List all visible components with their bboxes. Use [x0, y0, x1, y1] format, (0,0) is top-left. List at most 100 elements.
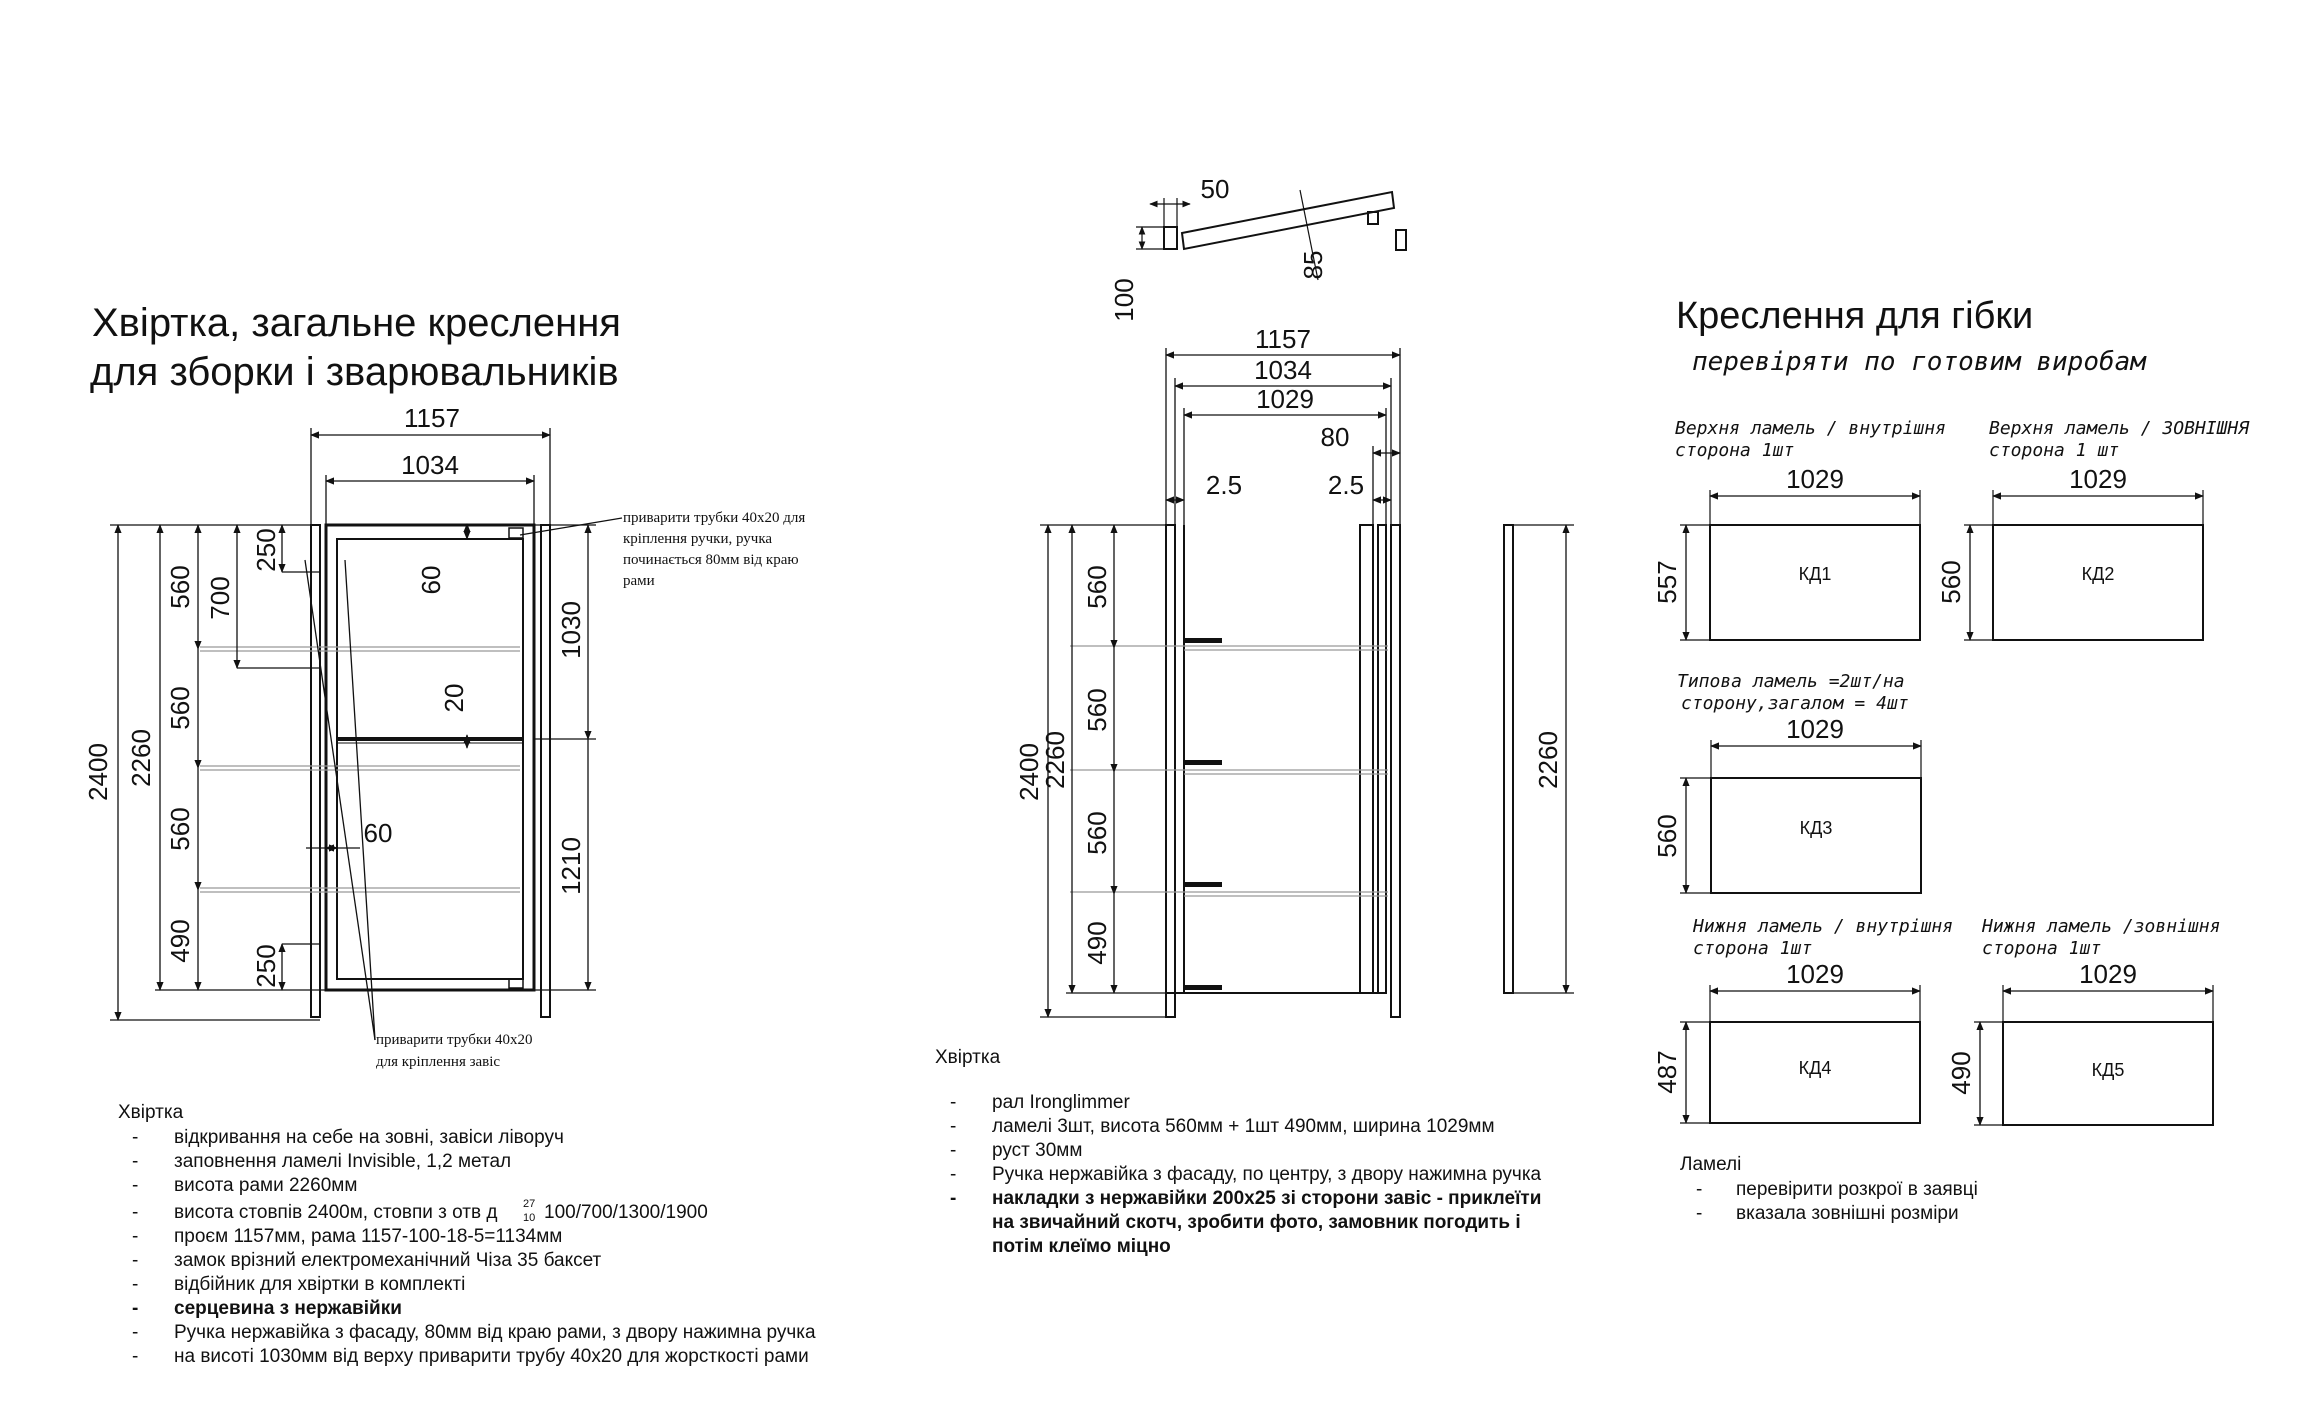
svg-text:27: 27: [523, 1198, 535, 1210]
panel-kd3-rect: [1710, 777, 1922, 894]
svg-text:Верхня ламель / внутрішня: Верхня ламель / внутрішня: [1675, 418, 1946, 439]
panel-kd5: Нижня ламель /зовнішня сторона 1шт 1029 …: [1946, 916, 2220, 1126]
svg-text:-: -: [1696, 1203, 1702, 1224]
svg-text:-: -: [132, 1175, 138, 1196]
middle-dim-height-frame: 2260: [1040, 731, 1070, 789]
left-frame-inner: [336, 538, 524, 980]
left-dim-height-total: 2400: [83, 743, 113, 801]
left-dim-slat1: 560: [165, 565, 195, 608]
svg-text:100/700/1300/1900: 100/700/1300/1900: [544, 1202, 708, 1223]
svg-text:Верхня ламель / ЗОВНІШНЯ: Верхня ламель / ЗОВНІШНЯ: [1989, 418, 2250, 439]
left-slat-lines: [200, 646, 520, 893]
middle-dim-width-total: 1157: [1255, 324, 1311, 354]
svg-text:проєм 1157мм, рама 1157-100-18: проєм 1157мм, рама 1157-100-18-5=1134мм: [174, 1226, 562, 1247]
left-dim-250-top: 250: [251, 528, 281, 571]
svg-text:КД2: КД2: [2082, 564, 2115, 584]
panel-kd1-rect: [1709, 524, 1921, 641]
left-dim-1210: 1210: [556, 837, 586, 895]
svg-text:-: -: [132, 1226, 138, 1247]
middle-dim-width-1029: 1029: [1256, 384, 1314, 414]
left-dim-width-total: 1157: [404, 403, 460, 433]
svg-text:Нижня ламель /зовнішня: Нижня ламель /зовнішня: [1981, 916, 2220, 937]
middle-dim-side-2260: 2260: [1533, 731, 1563, 789]
svg-text:відбійник для хвіртки в компле: відбійник для хвіртки в комплекті: [174, 1274, 465, 1295]
svg-text:кріплення ручки, ручка: кріплення ручки, ручка: [623, 531, 772, 547]
left-dim-700: 700: [205, 576, 235, 619]
left-title-line2: для зборки і зварювальників: [90, 350, 619, 394]
svg-text:Нижня ламель / внутрішня: Нижня ламель / внутрішня: [1692, 916, 1953, 937]
svg-text:1029: 1029: [1786, 714, 1844, 744]
svg-text:1029: 1029: [1786, 464, 1844, 494]
svg-text:1029: 1029: [1786, 959, 1844, 989]
left-frame-outer: [324, 523, 536, 992]
left-dims: [110, 428, 623, 1041]
svg-text:-: -: [132, 1346, 138, 1367]
middle-notes: Хвіртка - рал Ironglimmer - ламелі 3шт, ви…: [935, 1047, 1542, 1257]
svg-text:-: -: [950, 1164, 956, 1185]
svg-text:ламелі 3шт, висота 560мм + 1шт: ламелі 3шт, висота 560мм + 1шт 490мм, ши…: [992, 1116, 1495, 1137]
left-notes-list: - відкривання на себе на зовні, завіси лі…: [132, 1127, 816, 1367]
left-dim-width-inner: 1034: [401, 450, 459, 480]
left-dim-250-bottom: 250: [251, 944, 281, 987]
left-callout-bottom: приварити трубки 40х20 для кріплення зав…: [376, 1032, 533, 1070]
panel-kd4-rect: [1709, 1021, 1921, 1124]
svg-text:10: 10: [523, 1212, 535, 1224]
left-notes: Хвіртка - відкривання на себе на зовні, з…: [118, 1102, 816, 1367]
svg-text:-: -: [132, 1274, 138, 1295]
svg-text:Ручка нержавійка з фасаду, 80м: Ручка нержавійка з фасаду, 80мм від краю…: [174, 1322, 816, 1343]
left-callout-top: приварити трубки 40х20 для кріплення руч…: [623, 510, 805, 589]
left-dim-slat2: 560: [165, 686, 195, 729]
svg-text:замок врізний електромеханічни: замок врізний електромеханічний Чіза 35 …: [174, 1250, 602, 1271]
middle-dims: [1040, 348, 1574, 1018]
middle-dim-50: 50: [1201, 174, 1230, 204]
svg-text:рал Ironglimmer: рал Ironglimmer: [992, 1092, 1130, 1113]
svg-text:заповнення ламелі Invisible, 1: заповнення ламелі Invisible, 1,2 метал: [174, 1151, 511, 1172]
svg-text:Типова ламель =2шт/на: Типова ламель =2шт/на: [1677, 671, 1905, 692]
svg-text:557: 557: [1652, 560, 1682, 603]
svg-text:відкривання на себе на зовні,: відкривання на себе на зовні, завіси лів…: [174, 1127, 564, 1148]
svg-text:приварити трубки 40х20 для: приварити трубки 40х20 для: [623, 510, 805, 526]
svg-text:сторона 1шт: сторона 1шт: [1693, 938, 1812, 959]
left-drawing: Хвіртка, загальне креслення для зборки і…: [83, 301, 816, 1367]
svg-text:перевірити розкрої в заявці: перевірити розкрої в заявці: [1736, 1179, 1978, 1200]
right-notes-title: Ламелі: [1680, 1154, 1741, 1175]
middle-hinge-plates: [1184, 638, 1222, 990]
left-dim-20: 20: [439, 684, 469, 713]
left-post-right: [540, 524, 551, 1018]
svg-text:накладки з нержавійки 200х25 з: накладки з нержавійки 200х25 зі сторони …: [992, 1188, 1541, 1209]
right-subtitle: перевіряти по готовим виробам: [1692, 347, 2147, 377]
left-dim-60-top: 60: [416, 566, 446, 595]
svg-text:-: -: [1696, 1179, 1702, 1200]
svg-text:КД4: КД4: [1799, 1058, 1832, 1078]
left-dim-1030: 1030: [556, 601, 586, 659]
svg-text:-: -: [132, 1127, 138, 1148]
panel-kd2-rect: [1992, 524, 2204, 641]
svg-text:на висоті 1030мм від верху при: на висоті 1030мм від верху приварити тру…: [174, 1346, 809, 1367]
middle-notes-title: Хвіртка: [935, 1047, 1001, 1068]
svg-text:-: -: [950, 1188, 956, 1209]
middle-profile-section: [1163, 190, 1407, 251]
svg-text:сторона 1шт: сторона 1шт: [1982, 938, 2101, 959]
svg-text:-: -: [132, 1298, 138, 1319]
right-drawing: Креслення для гібки перевіряти по готови…: [1652, 295, 2250, 1224]
svg-text:висота стовпів 2400м, стовпи з: висота стовпів 2400м, стовпи з отв д: [174, 1202, 497, 1223]
middle-dim-height-total: 2400: [1014, 743, 1044, 801]
svg-text:-: -: [132, 1202, 138, 1223]
middle-dim-slat2: 560: [1082, 688, 1112, 731]
svg-text:починається 80мм від краю: починається 80мм від краю: [623, 552, 799, 568]
middle-dim-slat4: 490: [1082, 921, 1112, 964]
svg-text:Ручка нержавійка з фасаду, по: Ручка нержавійка з фасаду, по центру, з …: [992, 1164, 1542, 1185]
left-notes-title: Хвіртка: [118, 1102, 184, 1123]
middle-slat-lines: [1070, 645, 1388, 897]
svg-text:КД3: КД3: [1800, 818, 1833, 838]
panel-kd3: Типова ламель =2шт/на сторону,загалом = …: [1652, 671, 1922, 894]
svg-text:серцевина з нержавійки: серцевина з нержавійки: [174, 1298, 402, 1319]
svg-text:560: 560: [1936, 560, 1966, 603]
svg-text:490: 490: [1946, 1051, 1976, 1094]
left-post-left: [310, 524, 321, 1018]
svg-text:вказала зовнішні розміри: вказала зовнішні розміри: [1736, 1203, 1959, 1224]
middle-profile-dims: [1136, 189, 1319, 281]
panel-kd5-rect: [2002, 1021, 2214, 1126]
panel-kd4: Нижня ламель / внутрішня сторона 1шт 102…: [1652, 916, 1953, 1124]
svg-text:на звичайний скотч, зробити фо: на звичайний скотч, зробити фото, замовн…: [992, 1212, 1521, 1233]
